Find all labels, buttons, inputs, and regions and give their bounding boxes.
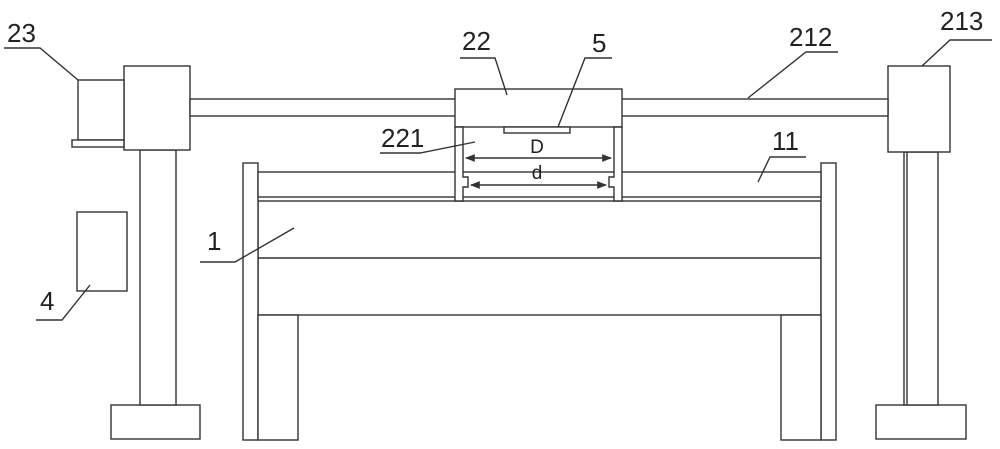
sensor (503, 126, 571, 134)
leader-212 (747, 51, 838, 99)
label-11: 11 (772, 126, 799, 156)
label-221: 221 (381, 123, 424, 153)
frame-right-leg (780, 314, 822, 441)
leader-lines (4, 39, 992, 321)
label-212: 212 (789, 22, 832, 52)
frame-left-plate (242, 162, 259, 441)
clamp-right-jaw (608, 126, 623, 202)
right-bearing-block (887, 65, 951, 153)
frame-right-plate (820, 162, 837, 441)
right-column (903, 151, 939, 406)
leader-4 (36, 284, 91, 321)
motor-body (77, 79, 125, 141)
reference-labels: 23 22 5 212 213 221 11 1 4 (7, 6, 983, 316)
label-1: 1 (207, 226, 221, 256)
right-base (875, 404, 967, 440)
right-support (875, 65, 967, 440)
left-column (139, 149, 177, 406)
left-bearing-block (123, 65, 191, 151)
leader-5 (557, 57, 612, 128)
leader-11 (757, 156, 806, 183)
motor-mount-plate (71, 139, 125, 148)
dimension-lower-text: d (532, 163, 543, 184)
left-base (110, 404, 201, 440)
label-5: 5 (592, 28, 606, 58)
dimension-lines: D d (465, 137, 612, 189)
label-4: 4 (40, 286, 54, 316)
leader-23 (4, 47, 79, 81)
controller-box (76, 211, 128, 292)
dimension-upper-text: D (530, 137, 544, 158)
label-23: 23 (7, 18, 36, 48)
frame (242, 162, 837, 441)
frame-left-leg (257, 314, 299, 441)
clamp-head (454, 88, 623, 128)
label-22: 22 (462, 26, 491, 56)
left-support (110, 65, 201, 440)
motor (71, 79, 125, 148)
clamp-assembly (454, 88, 623, 202)
leader-213 (921, 39, 992, 67)
label-213: 213 (940, 6, 983, 36)
leader-221 (380, 141, 476, 154)
leader-1 (200, 227, 295, 263)
leader-22 (460, 57, 508, 96)
